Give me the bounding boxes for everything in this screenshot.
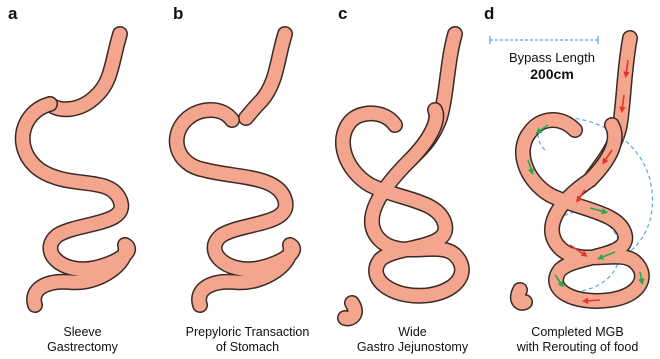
panel-b-illustration bbox=[177, 34, 293, 305]
panel-c-illustration bbox=[343, 34, 462, 318]
caption-d-line1: Completed MGB bbox=[495, 325, 660, 340]
caption-b-line2: of Stomach bbox=[165, 340, 330, 355]
caption-a-line1: Sleeve bbox=[0, 325, 165, 340]
caption-c: Wide Gastro Jejunostomy bbox=[330, 325, 495, 355]
caption-a: Sleeve Gastrectomy bbox=[0, 325, 165, 355]
panel-d-illustration bbox=[490, 36, 653, 303]
panel-a-illustration bbox=[23, 34, 128, 305]
caption-b-line1: Prepyloric Transaction bbox=[165, 325, 330, 340]
caption-c-line2: Gastro Jejunostomy bbox=[330, 340, 495, 355]
caption-a-line2: Gastrectomy bbox=[0, 340, 165, 355]
food-flow-arrow bbox=[585, 300, 600, 301]
caption-d-line2: with Rerouting of food bbox=[495, 340, 660, 355]
caption-b: Prepyloric Transaction of Stomach bbox=[165, 325, 330, 355]
caption-c-line1: Wide bbox=[330, 325, 495, 340]
caption-d: Completed MGB with Rerouting of food bbox=[495, 325, 660, 355]
